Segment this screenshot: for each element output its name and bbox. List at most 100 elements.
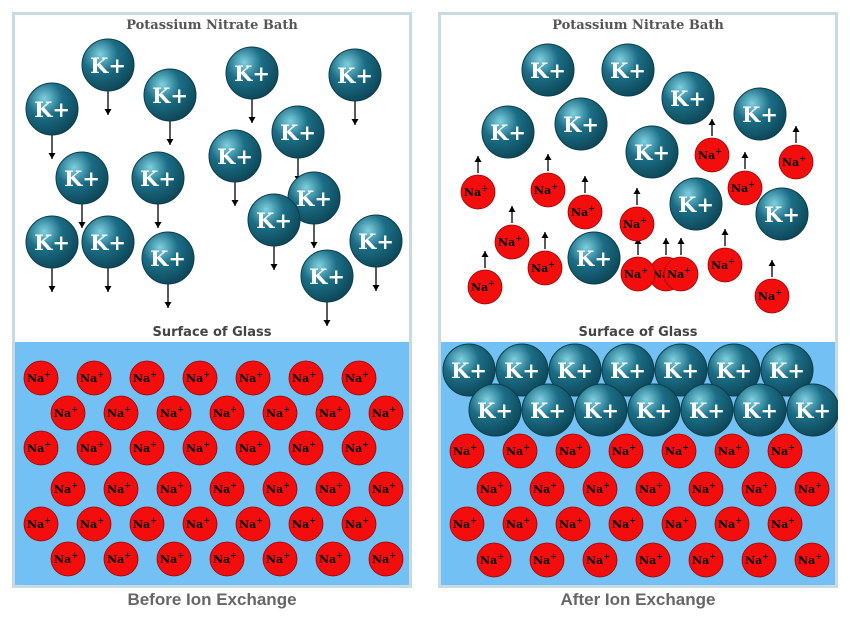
red-sphere-na-plus-icon: Na+ — [23, 506, 59, 542]
red-sphere-na-plus-icon: Na+ — [582, 542, 618, 578]
red-sphere-na-plus-icon: Na+ — [76, 430, 112, 466]
k-ion-label: K+ — [636, 398, 672, 423]
red-sphere-na-plus-icon: Na+ — [582, 471, 618, 507]
teal-sphere-k-plus-icon: K+ — [25, 215, 79, 269]
teal-sphere-k-plus-icon: K+ — [468, 383, 522, 437]
red-sphere-na-plus-icon: Na+ — [156, 395, 192, 431]
k-ion-label: K+ — [764, 202, 800, 227]
red-sphere-na-plus-icon: Na+ — [209, 395, 245, 431]
red-sphere-na-plus-icon: Na+ — [209, 541, 245, 577]
arrow-up-icon — [721, 229, 729, 246]
red-sphere-na-plus-icon: Na+ — [476, 542, 512, 578]
red-sphere-na-plus-icon: Na+ — [620, 256, 656, 292]
red-sphere-na-plus-icon: Na+ — [467, 269, 503, 305]
red-sphere-na-plus-icon: Na+ — [262, 541, 298, 577]
arrow-up-icon — [708, 119, 716, 136]
k-ion-label: K+ — [583, 398, 619, 423]
red-sphere-na-plus-icon: Na+ — [235, 430, 271, 466]
red-sphere-na-plus-icon: Na+ — [129, 506, 165, 542]
teal-sphere-k-plus-icon: K+ — [81, 215, 135, 269]
k-ion-label: K+ — [90, 53, 126, 78]
red-sphere-na-plus-icon: Na+ — [76, 360, 112, 396]
red-sphere-na-plus-icon: Na+ — [288, 360, 324, 396]
teal-sphere-k-plus-icon: K+ — [247, 193, 301, 247]
k-ion-label: K+ — [152, 83, 188, 108]
teal-sphere-k-plus-icon: K+ — [481, 105, 535, 159]
red-sphere-na-plus-icon: Na+ — [129, 430, 165, 466]
k-ion-label: K+ — [256, 208, 292, 233]
teal-sphere-k-plus-icon: K+ — [707, 343, 761, 397]
red-sphere-na-plus-icon: Na+ — [156, 471, 192, 507]
k-ion-label: K+ — [296, 186, 332, 211]
teal-sphere-k-plus-icon: K+ — [521, 383, 575, 437]
teal-sphere-k-plus-icon: K+ — [786, 383, 838, 437]
arrow-down-icon — [270, 246, 278, 270]
red-sphere-na-plus-icon: Na+ — [608, 506, 644, 542]
teal-sphere-k-plus-icon: K+ — [208, 129, 262, 183]
red-sphere-na-plus-icon: Na+ — [449, 433, 485, 469]
arrow-up-icon — [508, 206, 516, 223]
k-ion-label: K+ — [490, 120, 526, 145]
red-sphere-na-plus-icon: Na+ — [103, 395, 139, 431]
red-sphere-na-plus-icon: Na+ — [23, 360, 59, 396]
red-sphere-na-plus-icon: Na+ — [694, 137, 730, 173]
k-ion-label: K+ — [678, 192, 714, 217]
k-ion-label: K+ — [557, 358, 593, 383]
teal-sphere-k-plus-icon: K+ — [521, 43, 575, 97]
k-ion-label: K+ — [34, 97, 70, 122]
arrow-down-icon — [248, 99, 256, 123]
arrow-up-icon — [792, 126, 800, 143]
arrow-down-icon — [323, 302, 331, 326]
arrow-down-icon — [372, 267, 380, 291]
red-sphere-na-plus-icon: Na+ — [767, 506, 803, 542]
red-sphere-na-plus-icon: Na+ — [129, 360, 165, 396]
red-sphere-na-plus-icon: Na+ — [661, 433, 697, 469]
k-ion-label: K+ — [795, 398, 831, 423]
teal-sphere-k-plus-icon: K+ — [554, 97, 608, 151]
red-sphere-na-plus-icon: Na+ — [262, 395, 298, 431]
k-ion-label: K+ — [610, 58, 646, 83]
red-sphere-na-plus-icon: Na+ — [368, 471, 404, 507]
after-caption: After Ion Exchange — [560, 590, 716, 609]
bath-label: Potassium Nitrate Bath — [126, 18, 298, 33]
red-sphere-na-plus-icon: Na+ — [727, 170, 763, 206]
red-sphere-na-plus-icon: Na+ — [182, 360, 218, 396]
k-ion-label: K+ — [530, 58, 566, 83]
teal-sphere-k-plus-icon: K+ — [733, 87, 787, 141]
teal-sphere-k-plus-icon: K+ — [601, 343, 655, 397]
red-sphere-na-plus-icon: Na+ — [741, 471, 777, 507]
k-ion-label: K+ — [280, 120, 316, 145]
teal-sphere-k-plus-icon: K+ — [495, 343, 549, 397]
red-sphere-na-plus-icon: Na+ — [527, 250, 563, 286]
red-sphere-na-plus-icon: Na+ — [288, 506, 324, 542]
teal-sphere-k-plus-icon: K+ — [55, 151, 109, 205]
teal-sphere-k-plus-icon: K+ — [601, 43, 655, 97]
red-sphere-na-plus-icon: Na+ — [635, 471, 671, 507]
arrow-down-icon — [48, 135, 56, 159]
red-sphere-na-plus-icon: Na+ — [209, 471, 245, 507]
k-ion-label: K+ — [150, 246, 186, 271]
arrow-up-icon — [662, 238, 670, 255]
k-ion-label: K+ — [217, 144, 253, 169]
red-sphere-na-plus-icon: Na+ — [315, 471, 351, 507]
teal-sphere-k-plus-icon: K+ — [271, 105, 325, 159]
red-sphere-na-plus-icon: Na+ — [235, 506, 271, 542]
k-ion-label: K+ — [477, 398, 513, 423]
arrow-up-icon — [474, 156, 482, 173]
red-sphere-na-plus-icon: Na+ — [707, 247, 743, 283]
k-ion-label: K+ — [670, 86, 706, 111]
red-sphere-na-plus-icon: Na+ — [23, 430, 59, 466]
before-caption: Before Ion Exchange — [127, 590, 297, 609]
teal-sphere-k-plus-icon: K+ — [654, 343, 708, 397]
red-sphere-na-plus-icon: Na+ — [341, 360, 377, 396]
red-sphere-na-plus-icon: Na+ — [341, 506, 377, 542]
arrow-down-icon — [164, 284, 172, 308]
arrow-up-icon — [633, 188, 641, 205]
red-sphere-na-plus-icon: Na+ — [460, 174, 496, 210]
bath-label: Potassium Nitrate Bath — [552, 18, 724, 33]
teal-sphere-k-plus-icon: K+ — [141, 231, 195, 285]
red-sphere-na-plus-icon: Na+ — [76, 506, 112, 542]
k-ion-label: K+ — [34, 230, 70, 255]
red-sphere-na-plus-icon: Na+ — [555, 506, 591, 542]
red-sphere-na-plus-icon: Na+ — [714, 506, 750, 542]
